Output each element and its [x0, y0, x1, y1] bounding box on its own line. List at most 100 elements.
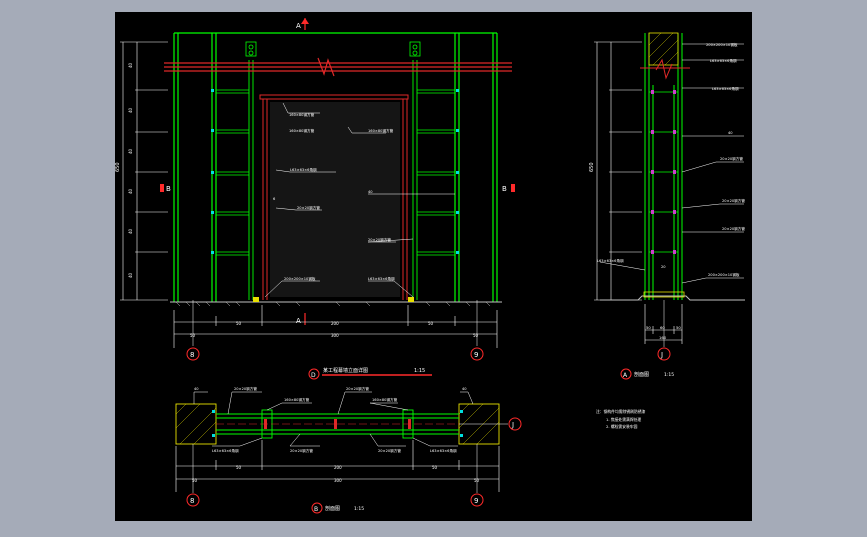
svg-text:40: 40 — [128, 148, 133, 154]
elevation-note-10: 6 — [273, 197, 276, 201]
svg-text:50: 50 — [646, 325, 651, 330]
section-b-scale: 1:15 — [354, 506, 364, 512]
section-b-note-1: 40 — [194, 387, 199, 391]
notes-line-2: 2. 螺栓需安装牢固 — [606, 424, 638, 429]
section-a-axis: J — [657, 300, 671, 361]
svg-text:A: A — [296, 22, 301, 30]
section-b-axis-right: 9 — [470, 444, 484, 507]
svg-text:50: 50 — [236, 321, 242, 326]
elevation-bottom-dimensions — [173, 305, 498, 348]
section-cut-b-right: B — [502, 184, 515, 193]
section-a-note-7: 20×20钢方管 — [722, 226, 745, 231]
elevation-note-4: 20×20钢方管 — [297, 205, 320, 210]
section-a-note-9: 200×200×10钢板 — [708, 272, 740, 277]
section-a-note-8: L63×63×6角钢 — [597, 258, 624, 263]
section-b-plan-members — [216, 409, 459, 439]
svg-text:D: D — [311, 372, 316, 379]
section-b-axis-side: J — [508, 417, 522, 431]
svg-text:40: 40 — [128, 272, 133, 278]
notes-heading: 注：钢构件均需除锈刷防锈漆 — [596, 409, 646, 414]
elevation-note-9: 40 — [368, 190, 373, 194]
svg-text:200: 200 — [331, 321, 339, 326]
elevation-red-beam — [164, 57, 512, 77]
elevation-axis-left: 8 — [186, 300, 200, 361]
section-a-note-3: L63×63×6角钢 — [712, 86, 739, 91]
section-a-hatch-lines — [648, 32, 679, 66]
section-b-axis-left: 8 — [186, 444, 200, 507]
svg-text:200: 200 — [334, 465, 342, 470]
svg-text:B: B — [502, 185, 507, 193]
elevation-bolt-caps — [245, 41, 421, 57]
elevation-window-panel — [270, 102, 400, 297]
elevation-note-3: L63×63×6角钢 — [290, 167, 317, 172]
section-a-base-plate — [643, 291, 685, 298]
elevation-leaders — [264, 102, 455, 298]
section-a-scale: 1:15 — [664, 372, 674, 378]
section-b-note-10: L63×63×6角钢 — [430, 448, 457, 453]
elevation-title: 某工程幕墙立面详图 — [323, 367, 368, 374]
svg-text:9: 9 — [474, 497, 478, 505]
section-cut-a-top: A — [296, 18, 309, 30]
section-b-note-4: 20×20钢方管 — [346, 386, 369, 391]
section-a-note-4: 40 — [728, 131, 733, 135]
elevation-note-6: 160×80钢方管 — [289, 128, 315, 133]
section-a-title: 剖面图 — [634, 371, 649, 378]
svg-text:9: 9 — [474, 351, 478, 359]
elevation-outer-frame — [173, 32, 498, 302]
svg-text:50: 50 — [428, 321, 434, 326]
svg-text:J: J — [660, 351, 663, 359]
section-cut-b-left: B — [160, 184, 171, 193]
svg-text:A: A — [296, 317, 301, 325]
section-a-ground — [600, 295, 745, 301]
notes-line-1: 1. 焦接处需满焊处理 — [606, 417, 641, 422]
section-b-note-3: 160×80钢方管 — [284, 397, 310, 402]
section-a-view: 650 — [589, 32, 745, 380]
section-b-leaders — [193, 391, 474, 447]
section-a-column — [644, 33, 683, 300]
elevation-ladder-rungs — [216, 89, 455, 256]
section-b-note-6: 40 — [462, 387, 467, 391]
elevation-ground — [170, 297, 502, 307]
section-b-notes: 40 20×20钢方管 160×80钢方管 20×20钢方管 160×80钢方管… — [194, 386, 467, 453]
section-b-note-2: 20×20钢方管 — [234, 386, 257, 391]
section-b-note-5: 160×80钢方管 — [372, 397, 398, 402]
section-cut-a-bottom: A — [296, 313, 306, 325]
svg-text:40: 40 — [128, 107, 133, 113]
drawing-notes: 注：钢构件均需除锈刷防锈漆 1. 焦接处需满焊处理 2. 螺栓需安装牢固 — [596, 409, 646, 429]
svg-text:40: 40 — [128, 188, 133, 194]
svg-text:50: 50 — [473, 333, 479, 338]
section-a-title-block: A 剖面图 1:15 — [620, 368, 674, 380]
elevation-height-dim: 650 — [115, 162, 121, 172]
elevation-note-1: 160×80钢方管 — [289, 112, 315, 117]
elevation-red-door-frame — [259, 94, 409, 300]
svg-text:50: 50 — [192, 478, 198, 483]
section-b-dimensions — [175, 440, 500, 492]
elevation-left-subdims: 40 40 40 40 40 40 — [128, 62, 133, 278]
svg-text:50: 50 — [236, 465, 242, 470]
section-b-cyan-marks — [212, 410, 463, 437]
svg-text:J: J — [511, 421, 514, 429]
elevation-title-block: D 某工程幕墙立面详图 1:15 — [308, 367, 432, 380]
elevation-ladder-posts — [248, 60, 418, 300]
svg-text:B: B — [166, 185, 171, 193]
elevation-left-dimension — [120, 41, 168, 301]
elevation-scale: 1:15 — [414, 368, 425, 374]
svg-text:8: 8 — [190, 351, 194, 359]
section-b-view: 40 20×20钢方管 160×80钢方管 20×20钢方管 160×80钢方管… — [175, 386, 522, 514]
section-a-base-dimensions — [644, 304, 683, 344]
section-a-note-1: 200×200×10钢板 — [706, 42, 738, 47]
svg-text:300: 300 — [334, 478, 342, 483]
svg-text:50: 50 — [432, 465, 438, 470]
section-a-leaders — [599, 43, 744, 284]
elevation-cyan-marks — [211, 89, 459, 254]
section-a-note-2: L63×63×6角钢 — [710, 58, 737, 63]
elevation-note-5: 20×20钢方管 — [368, 237, 391, 242]
section-a-bolts — [651, 90, 676, 254]
elevation-note-2: 160×80钢方管 — [368, 128, 394, 133]
section-a-height-dim: 650 — [589, 162, 595, 172]
section-b-note-8: 20×20钢方管 — [290, 448, 313, 453]
section-a-note-6: 20×20钢方管 — [722, 198, 745, 203]
svg-text:300: 300 — [331, 333, 339, 338]
svg-text:60: 60 — [660, 325, 665, 330]
